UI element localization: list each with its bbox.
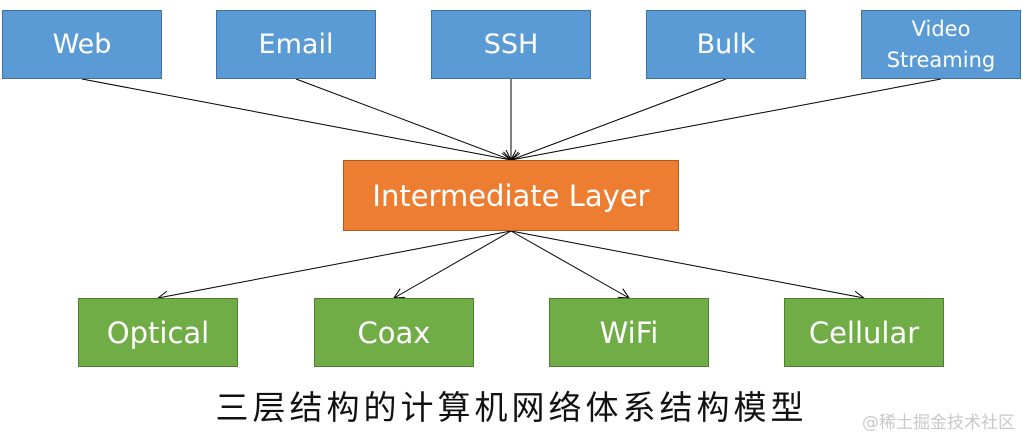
node-wifi: WiFi: [549, 298, 709, 367]
watermark-text: @稀土掘金技术社区: [862, 413, 1015, 433]
node-cellular-label: Cellular: [808, 315, 920, 350]
node-ssh-label: SSH: [483, 29, 539, 60]
node-cellular: Cellular: [784, 298, 944, 367]
node-email-label: Email: [258, 29, 334, 60]
node-bulk-label: Bulk: [696, 29, 756, 60]
node-web-label: Web: [52, 29, 112, 60]
edge-intermediate-to-wifi: [510, 230, 629, 298]
node-web: Web: [2, 10, 162, 79]
edge-intermediate-to-coax: [394, 230, 512, 298]
node-intermediate-layer: Intermediate Layer: [343, 160, 679, 231]
node-coax-label: Coax: [357, 315, 431, 350]
edge-intermediate-to-cellular: [510, 230, 864, 298]
node-bulk: Bulk: [646, 10, 806, 79]
edge-email-to-intermediate: [295, 78, 511, 160]
node-video-streaming-label: Video Streaming: [886, 17, 996, 72]
edge-web-to-intermediate: [81, 78, 511, 160]
node-email: Email: [216, 10, 376, 79]
node-wifi-label: WiFi: [599, 315, 659, 350]
diagram-caption: 三层结构的计算机网络体系结构模型: [215, 388, 808, 427]
node-coax: Coax: [314, 298, 474, 367]
node-video-streaming: Video Streaming: [861, 10, 1021, 79]
node-optical: Optical: [78, 298, 238, 367]
edge-video-to-intermediate: [511, 78, 942, 160]
edge-bulk-to-intermediate: [511, 78, 727, 160]
edge-intermediate-to-optical: [158, 230, 512, 298]
node-intermediate-layer-label: Intermediate Layer: [372, 178, 650, 213]
node-ssh: SSH: [431, 10, 591, 79]
node-optical-label: Optical: [106, 315, 210, 350]
